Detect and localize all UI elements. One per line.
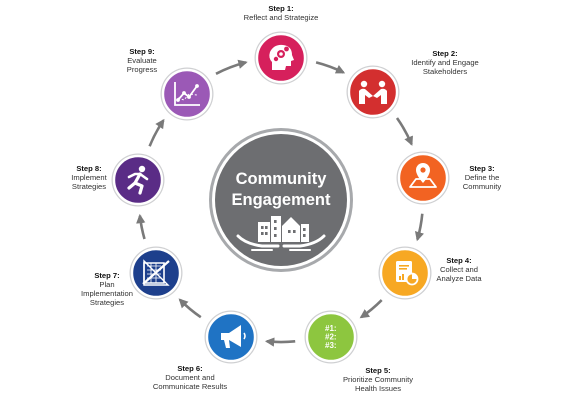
step-7-title: Step 7: [94, 271, 120, 280]
community-buildings-icon [258, 216, 309, 242]
step-4-description: Analyze Data [436, 274, 482, 283]
step-7-description: Strategies [89, 298, 125, 307]
step-6-description: Communicate Results [152, 382, 228, 391]
step-5-title: Step 5: [365, 366, 391, 375]
line-graph-icon [174, 82, 200, 106]
step-3-description: Define the [464, 173, 500, 182]
megaphone-icon [221, 325, 246, 348]
cycle-arrow [414, 213, 424, 242]
step-3-description: Community [462, 182, 502, 191]
cycle-arrow [315, 61, 346, 74]
step-6-title: Step 6: [177, 364, 203, 373]
blueprint-icon [142, 259, 170, 286]
step-3-title: Step 3: [469, 164, 495, 173]
step-5-description: Health Issues [354, 384, 401, 393]
cycle-arrows [136, 59, 424, 347]
step-2-description: Identify and Engage [411, 58, 479, 67]
step-9-title: Step 9: [129, 47, 155, 56]
step-1-title: Step 1: [268, 4, 294, 13]
step-6-node [204, 310, 258, 364]
step-7-description: Plan [99, 280, 115, 289]
step-9-description: Progress [126, 65, 158, 74]
cycle-arrow [264, 337, 296, 347]
step-1-description: Reflect and Strategize [243, 13, 319, 22]
step-2-circle [347, 66, 399, 118]
cycle-arrow [395, 117, 413, 146]
handshake-icon [359, 80, 387, 104]
cycle-arrow [178, 298, 202, 319]
map-pin-icon [409, 163, 437, 188]
step-2-description: Stakeholders [422, 67, 468, 76]
supporting-hands-icon [236, 234, 326, 251]
step-8-node [111, 153, 165, 207]
step-8-title: Step 8: [76, 164, 102, 173]
step-4-node [378, 246, 432, 300]
center-title-line2: Engagement [231, 191, 331, 209]
step-9-description: Evaluate [127, 56, 157, 65]
step-9-node [160, 67, 214, 121]
step-5-circle [305, 311, 357, 363]
center-disc [215, 134, 347, 266]
step-2-node [346, 65, 400, 119]
step-2-title: Step 2: [432, 49, 458, 58]
step-8-description: Implement [71, 173, 107, 182]
cycle-arrow [215, 59, 248, 75]
step-1-node [254, 31, 308, 85]
priority-rank-text: #3: [325, 341, 337, 350]
head-gears-icon [269, 44, 294, 70]
step-4-description: Collect and [440, 265, 478, 274]
priority-list-icon: #1:#2:#3: [325, 324, 337, 350]
step-7-node [129, 246, 183, 300]
step-9-circle [161, 68, 213, 120]
step-8-description: Strategies [71, 182, 107, 191]
cycle-arrow [136, 213, 146, 240]
step-5-node: #1:#2:#3: [304, 310, 358, 364]
cycle-arrow [148, 118, 165, 147]
step-6-description: Document and [165, 373, 215, 382]
step-1-label: Step 1:Reflect and Strategize [226, 4, 336, 22]
step-7-description: Implementation [81, 289, 133, 298]
step-4-title: Step 4: [446, 256, 472, 265]
priority-rank-text: #2: [325, 333, 337, 342]
priority-rank-text: #1: [325, 324, 337, 333]
step-3-node [396, 151, 450, 205]
clipboard-chart-icon [396, 261, 419, 286]
running-person-icon [127, 165, 149, 195]
center-title-line1: Community [236, 170, 328, 188]
cycle-arrow [359, 299, 383, 319]
step-5-description: Prioritize Community [342, 375, 414, 384]
